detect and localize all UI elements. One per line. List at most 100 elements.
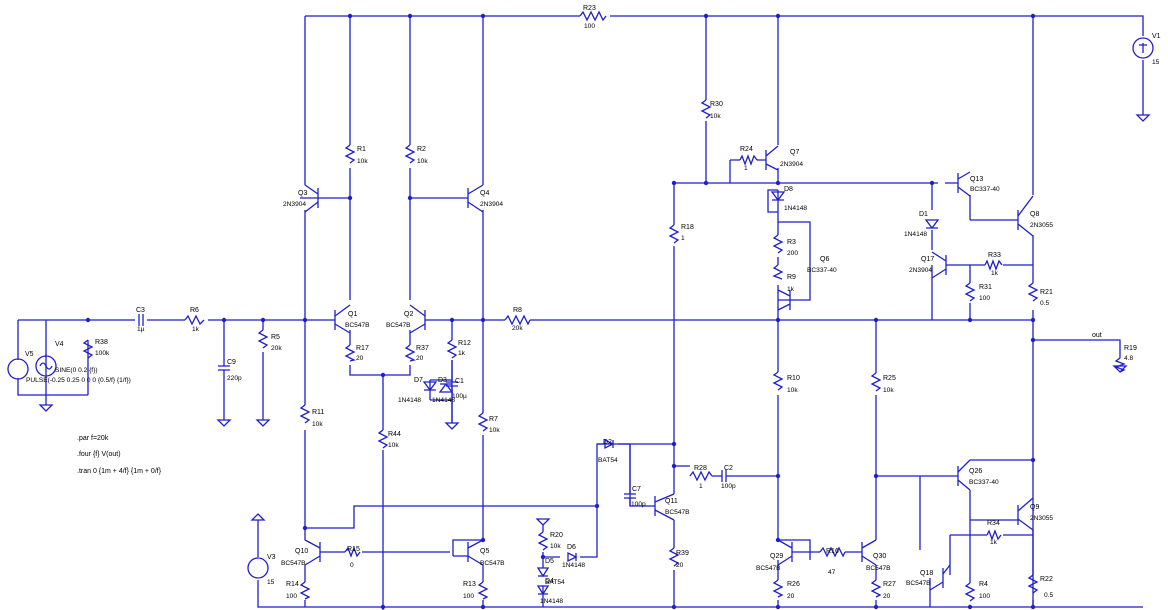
resistor-r2-symbol — [404, 144, 416, 164]
diode-d1-symbol — [924, 219, 940, 230]
resistor-r20-symbol — [537, 531, 549, 551]
label-q6-value: BC337-40 — [807, 267, 837, 274]
label-d7-value: 1N4148 — [398, 397, 421, 404]
transistor-q5-symbol — [453, 539, 484, 566]
transistor-q18-symbol — [929, 564, 951, 591]
resistor-r21-symbol — [1027, 282, 1039, 302]
transistor-q26-symbol — [957, 459, 971, 491]
v5-pulse-spec: PULSE(-0.25 0.25 0 0 0 {0.5/f} {1/f}) — [26, 377, 131, 384]
diode-d2-symbol — [604, 438, 615, 450]
label-r5-name: R5 — [271, 334, 280, 341]
resistor-r38-symbol — [82, 339, 94, 359]
label-r33-value: 1k — [991, 270, 999, 277]
label-r25-value: 10k — [883, 387, 894, 394]
label-q3-name: Q3 — [298, 190, 307, 197]
label-q10-value: BC547B — [281, 560, 306, 567]
resistor-symbols — [82, 10, 1126, 602]
label-r28-name: R28 — [694, 465, 707, 472]
resistor-r30-symbol — [700, 99, 712, 119]
transistor-symbols — [300, 145, 1034, 591]
label-r44-value: 10k — [388, 442, 399, 449]
label-q5-value: BC547B — [480, 560, 505, 567]
label-r2-value: 10k — [417, 158, 428, 165]
resistor-r25-symbol — [870, 372, 882, 392]
transistor-q9-symbol — [1017, 497, 1034, 531]
label-r2-name: R2 — [417, 146, 426, 153]
capacitor-symbols — [138, 314, 745, 506]
label-r9-value: 1k — [787, 286, 795, 293]
v4-sine-spec: SINE(0 0.2 {f}) — [55, 367, 98, 374]
transistor-q4-symbol — [467, 184, 484, 213]
label-r19-name: R19 — [1124, 345, 1137, 352]
label-r26-name: R26 — [787, 581, 800, 588]
source-specs: SINE(0 0.2 {f}) PULSE(-0.25 0.25 0 0 0 {… — [26, 367, 131, 384]
label-r34-name: R34 — [987, 520, 1000, 527]
resistor-r34-symbol — [986, 529, 1002, 541]
label-d8-value: 1N4148 — [784, 205, 807, 212]
transistor-q7-symbol — [765, 145, 779, 171]
label-r24-value: 1 — [744, 165, 748, 172]
label-q30-value: BC547B — [866, 565, 891, 572]
label-c3-name: C3 — [136, 307, 145, 314]
label-d1-name: D1 — [919, 211, 928, 218]
transistor-q30-symbol — [861, 539, 877, 566]
label-q17-value: 2N3904 — [909, 267, 932, 274]
label-r14-value: 100 — [286, 593, 297, 600]
label-q8-value: 2N3055 — [1030, 222, 1053, 229]
label-q4-value: 2N3904 — [480, 201, 503, 208]
resistor-r13-symbol — [477, 581, 489, 600]
resistor-r1-symbol — [344, 144, 356, 164]
spice-directives[interactable]: .par f=20k .four {f} V(out) .tran 0 {1m … — [77, 435, 162, 475]
label-d2-value: BAT54 — [598, 457, 618, 464]
label-r13-name: R13 — [463, 581, 476, 588]
label-r33-name: R33 — [988, 252, 1001, 259]
resistor-r39-symbol — [668, 547, 680, 567]
label-c9-value: 220p — [227, 375, 242, 382]
label-q11-value: BC547B — [665, 509, 690, 516]
label-q18-value: BC547B — [906, 580, 931, 587]
label-r20-name: R20 — [550, 532, 563, 539]
resistor-r10-symbol — [772, 371, 784, 391]
label-q29-value: BC547B — [756, 565, 781, 572]
label-r15-name: R15 — [347, 546, 360, 553]
label-q1-name: Q1 — [348, 311, 357, 318]
label-r37-name: R37 — [416, 345, 429, 352]
label-r15-value: 0 — [350, 562, 354, 569]
resistor-r6-symbol — [184, 314, 205, 326]
label-r6-name: R6 — [190, 307, 199, 314]
label-r16-value: 47 — [828, 569, 836, 576]
label-r6-value: 1k — [192, 326, 200, 333]
label-q30-name: Q30 — [873, 553, 886, 560]
label-r17-name: R17 — [356, 345, 369, 352]
directive-param[interactable]: .par f=20k — [77, 435, 109, 442]
label-r31-name: R31 — [979, 284, 992, 291]
label-q7-value: 2N3904 — [780, 161, 803, 168]
diode-d4-symbol — [536, 585, 550, 596]
label-c7-value: 100p — [631, 501, 646, 508]
label-q9-name: Q9 — [1030, 504, 1039, 511]
source-symbols — [7, 37, 1154, 579]
directive-four[interactable]: .four {f} V(out) — [77, 451, 121, 458]
label-q26-value: BC337-40 — [969, 479, 999, 486]
label-r18-value: 1 — [681, 235, 685, 242]
label-r11-value: 10k — [312, 421, 323, 428]
label-d7-name: D7 — [414, 377, 423, 384]
resistor-r37-symbol — [404, 344, 416, 362]
label-r24-name: R24 — [740, 146, 753, 153]
label-q11-name: Q11 — [665, 498, 678, 505]
transistor-q10-symbol — [304, 539, 321, 566]
directive-tran[interactable]: .tran 0 {1m + 4/f} {1m + 0/f} — [77, 468, 162, 475]
label-q1-value: BC547B — [345, 322, 370, 329]
label-r27-name: R27 — [883, 581, 896, 588]
label-q10-name: Q10 — [295, 548, 308, 555]
label-q6-name: Q6 — [820, 256, 829, 263]
label-r12-name: R12 — [458, 340, 471, 347]
transistor-q11-symbol — [654, 493, 675, 521]
label-r10-name: R10 — [787, 375, 800, 382]
label-d3-name: D3 — [438, 377, 447, 384]
label-r5-value: 20k — [271, 345, 282, 352]
diode-d3-symbol — [438, 382, 454, 393]
label-v1-value: 15 — [1152, 59, 1160, 66]
label-v3-name: V3 — [267, 554, 276, 561]
label-q13-name: Q13 — [970, 176, 983, 183]
